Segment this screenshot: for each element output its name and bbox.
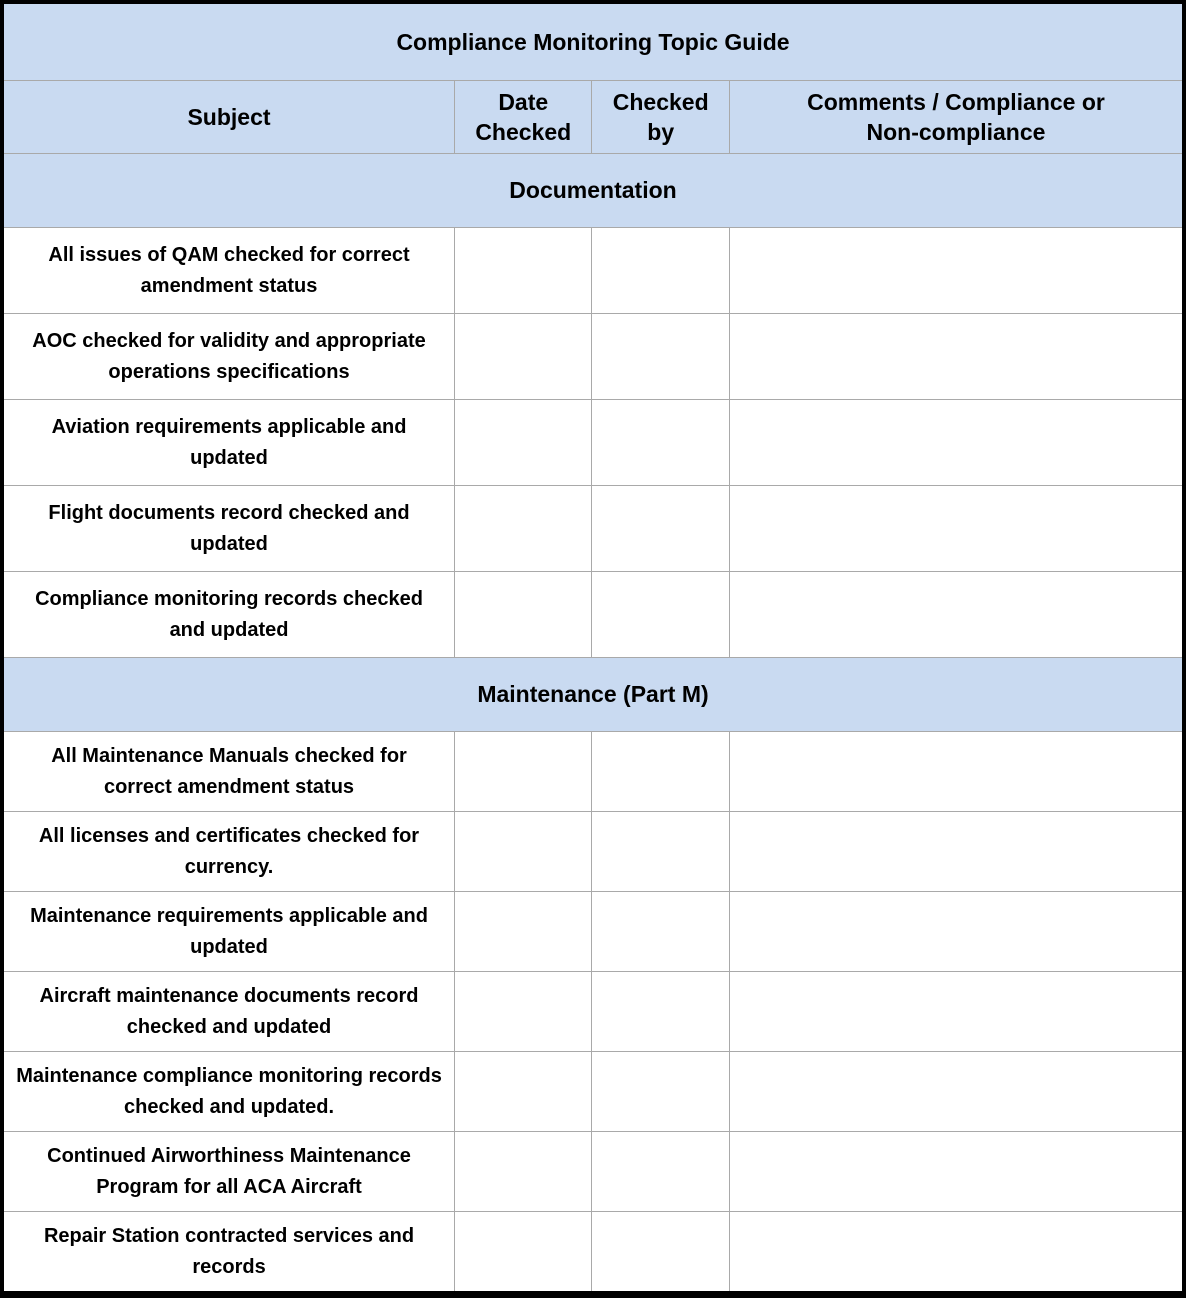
table-row: All Maintenance Manuals checked for corr…	[1, 731, 1185, 812]
comments-cell[interactable]	[728, 731, 1185, 812]
table-row: Aircraft maintenance documents record ch…	[1, 971, 1185, 1052]
section-header-documentation-label: Documentation	[1, 153, 1185, 228]
section-header-documentation: Documentation	[1, 153, 1185, 228]
comments-cell[interactable]	[728, 1211, 1185, 1295]
date-checked-cell[interactable]	[454, 891, 593, 972]
column-header-row: Subject Date Checked Checked by Comments…	[1, 80, 1185, 154]
checked-by-cell[interactable]	[591, 571, 730, 658]
date-checked-cell[interactable]	[454, 731, 593, 812]
comments-cell[interactable]	[728, 1131, 1185, 1212]
checked-by-cell[interactable]	[591, 227, 730, 314]
date-checked-cell[interactable]	[454, 313, 593, 400]
subject-cell: Aircraft maintenance documents record ch…	[1, 971, 456, 1052]
table-row: Continued Airworthiness Maintenance Prog…	[1, 1131, 1185, 1212]
comments-cell[interactable]	[728, 227, 1185, 314]
checked-by-cell[interactable]	[591, 811, 730, 892]
subject-text: Aircraft maintenance documents record ch…	[39, 984, 419, 1038]
comments-cell[interactable]	[728, 891, 1185, 972]
title-row: Compliance Monitoring Topic Guide	[1, 1, 1185, 81]
subject-cell: Maintenance requirements applicable and …	[1, 891, 456, 972]
subject-cell: Maintenance compliance monitoring record…	[1, 1051, 456, 1132]
subject-text: Flight documents record checked and upda…	[48, 501, 410, 555]
comments-cell[interactable]	[728, 313, 1185, 400]
subject-text: Maintenance compliance monitoring record…	[16, 1064, 442, 1118]
subject-text: Continued Airworthiness Maintenance Prog…	[47, 1144, 411, 1198]
subject-text: Compliance monitoring records checked an…	[35, 587, 423, 641]
date-checked-cell[interactable]	[454, 811, 593, 892]
subject-cell: All Maintenance Manuals checked for corr…	[1, 731, 456, 812]
subject-cell: Aviation requirements applicable and upd…	[1, 399, 456, 486]
subject-text: All issues of QAM checked for correct am…	[48, 243, 410, 297]
table-row: Flight documents record checked and upda…	[1, 485, 1185, 572]
column-header-date-checked: Date Checked	[454, 80, 593, 154]
date-checked-cell[interactable]	[454, 571, 593, 658]
table-title: Compliance Monitoring Topic Guide	[1, 1, 1185, 81]
date-checked-cell[interactable]	[454, 1051, 593, 1132]
table-row: Compliance monitoring records checked an…	[1, 571, 1185, 658]
subject-cell: Compliance monitoring records checked an…	[1, 571, 456, 658]
checked-by-cell[interactable]	[591, 891, 730, 972]
column-header-comments: Comments / Compliance or Non-compliance	[728, 80, 1185, 154]
subject-text: Aviation requirements applicable and upd…	[51, 415, 407, 469]
comments-cell[interactable]	[728, 571, 1185, 658]
checked-by-cell[interactable]	[591, 1051, 730, 1132]
checked-by-cell[interactable]	[591, 485, 730, 572]
column-header-date-checked-label: Date Checked	[475, 89, 572, 145]
checked-by-cell[interactable]	[591, 399, 730, 486]
checked-by-cell[interactable]	[591, 1131, 730, 1212]
table-row: All issues of QAM checked for correct am…	[1, 227, 1185, 314]
comments-cell[interactable]	[728, 1051, 1185, 1132]
subject-cell: Continued Airworthiness Maintenance Prog…	[1, 1131, 456, 1212]
section-header-maintenance: Maintenance (Part M)	[1, 657, 1185, 732]
date-checked-cell[interactable]	[454, 971, 593, 1052]
column-header-checked-by-label: Checked by	[612, 89, 709, 145]
date-checked-cell[interactable]	[454, 485, 593, 572]
column-header-checked-by: Checked by	[591, 80, 730, 154]
subject-text: All Maintenance Manuals checked for corr…	[51, 744, 407, 798]
comments-cell[interactable]	[728, 485, 1185, 572]
subject-text: Repair Station contracted services and r…	[43, 1224, 415, 1278]
comments-cell[interactable]	[728, 811, 1185, 892]
comments-cell[interactable]	[728, 971, 1185, 1052]
date-checked-cell[interactable]	[454, 399, 593, 486]
date-checked-cell[interactable]	[454, 1211, 593, 1295]
section-header-maintenance-label: Maintenance (Part M)	[1, 657, 1185, 732]
subject-text: AOC checked for validity and appropriate…	[32, 329, 426, 383]
table-row: Aviation requirements applicable and upd…	[1, 399, 1185, 486]
column-header-subject-label: Subject	[187, 104, 271, 130]
column-header-comments-label: Comments / Compliance or Non-compliance	[807, 89, 1105, 145]
subject-text: All licenses and certificates checked fo…	[38, 824, 420, 878]
subject-cell: All licenses and certificates checked fo…	[1, 811, 456, 892]
subject-text: Maintenance requirements applicable and …	[30, 904, 428, 958]
checked-by-cell[interactable]	[591, 1211, 730, 1295]
subject-cell: All issues of QAM checked for correct am…	[1, 227, 456, 314]
subject-cell: Flight documents record checked and upda…	[1, 485, 456, 572]
table-row: AOC checked for validity and appropriate…	[1, 313, 1185, 400]
subject-cell: AOC checked for validity and appropriate…	[1, 313, 456, 400]
checked-by-cell[interactable]	[591, 731, 730, 812]
column-header-subject: Subject	[1, 80, 456, 154]
checked-by-cell[interactable]	[591, 971, 730, 1052]
date-checked-cell[interactable]	[454, 227, 593, 314]
table-row: Maintenance requirements applicable and …	[1, 891, 1185, 972]
table-row: Repair Station contracted services and r…	[1, 1211, 1185, 1295]
table-row: Maintenance compliance monitoring record…	[1, 1051, 1185, 1132]
date-checked-cell[interactable]	[454, 1131, 593, 1212]
comments-cell[interactable]	[728, 399, 1185, 486]
table-row: All licenses and certificates checked fo…	[1, 811, 1185, 892]
checked-by-cell[interactable]	[591, 313, 730, 400]
subject-cell: Repair Station contracted services and r…	[1, 1211, 456, 1295]
